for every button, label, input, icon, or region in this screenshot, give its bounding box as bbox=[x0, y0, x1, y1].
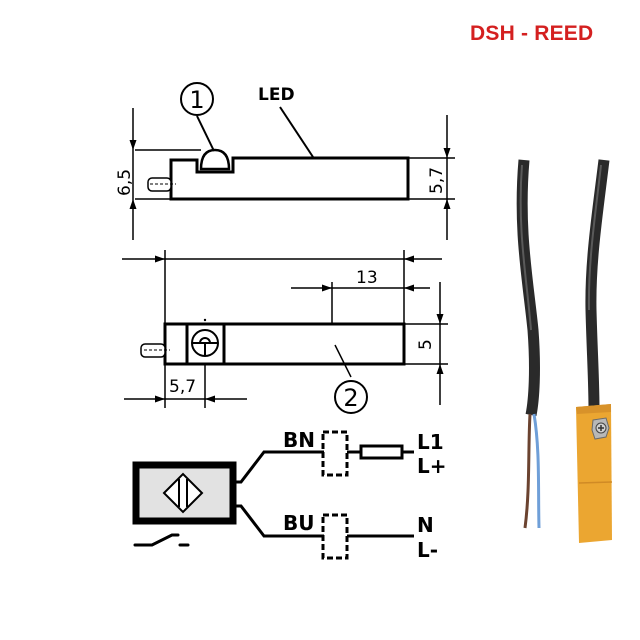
cable-right bbox=[585, 159, 610, 411]
terminal-lplus-label: L+ bbox=[417, 454, 447, 478]
top-view: 13 5 5,7 2 bbox=[122, 250, 448, 414]
terminal-n-label: N bbox=[417, 513, 434, 537]
load-box-top bbox=[321, 430, 349, 477]
product-title: DSH - REED bbox=[470, 22, 594, 45]
dim-height-left-label: 6,5 bbox=[115, 169, 135, 196]
callout-1-circle bbox=[180, 82, 214, 116]
callout-2-label: 2 bbox=[343, 384, 358, 412]
wire-bn-label: BN bbox=[283, 428, 315, 452]
callout-1-label: 1 bbox=[189, 86, 204, 114]
load-box-bottom bbox=[321, 513, 349, 560]
dim-height-label: 5 bbox=[416, 339, 436, 350]
wiring-diagram: BN BU L1 L+ N L- bbox=[132, 428, 447, 562]
sensor-housing bbox=[576, 404, 612, 543]
cable-stub-side bbox=[147, 177, 176, 192]
led-label: LED bbox=[258, 85, 295, 105]
callout-2-circle bbox=[334, 380, 368, 414]
terminal-lminus-label: L- bbox=[417, 538, 438, 562]
mounting-screw bbox=[191, 318, 219, 357]
wire-bu-label: BU bbox=[283, 511, 314, 535]
cable-left bbox=[516, 159, 540, 417]
wire-blue bbox=[532, 413, 541, 529]
switch-symbol-icon bbox=[133, 533, 190, 547]
sensor-body-top bbox=[163, 322, 406, 366]
product-photo bbox=[516, 159, 613, 543]
cable-stub-top bbox=[140, 343, 170, 358]
dim-screw-label: 5,7 bbox=[169, 377, 196, 397]
dim-offset-label: 13 bbox=[356, 268, 378, 288]
led-dome bbox=[199, 148, 231, 171]
fuse-symbol bbox=[359, 444, 404, 460]
sensor-body-side bbox=[169, 156, 410, 201]
terminal-l1-label: L1 bbox=[417, 430, 444, 454]
reed-symbol-icon bbox=[162, 472, 204, 514]
side-view: 6,5 5,7 1 LED bbox=[115, 82, 455, 240]
dim-height-right-label: 5,7 bbox=[427, 167, 447, 194]
wire-brown bbox=[523, 413, 532, 529]
housing-screw bbox=[591, 417, 610, 440]
